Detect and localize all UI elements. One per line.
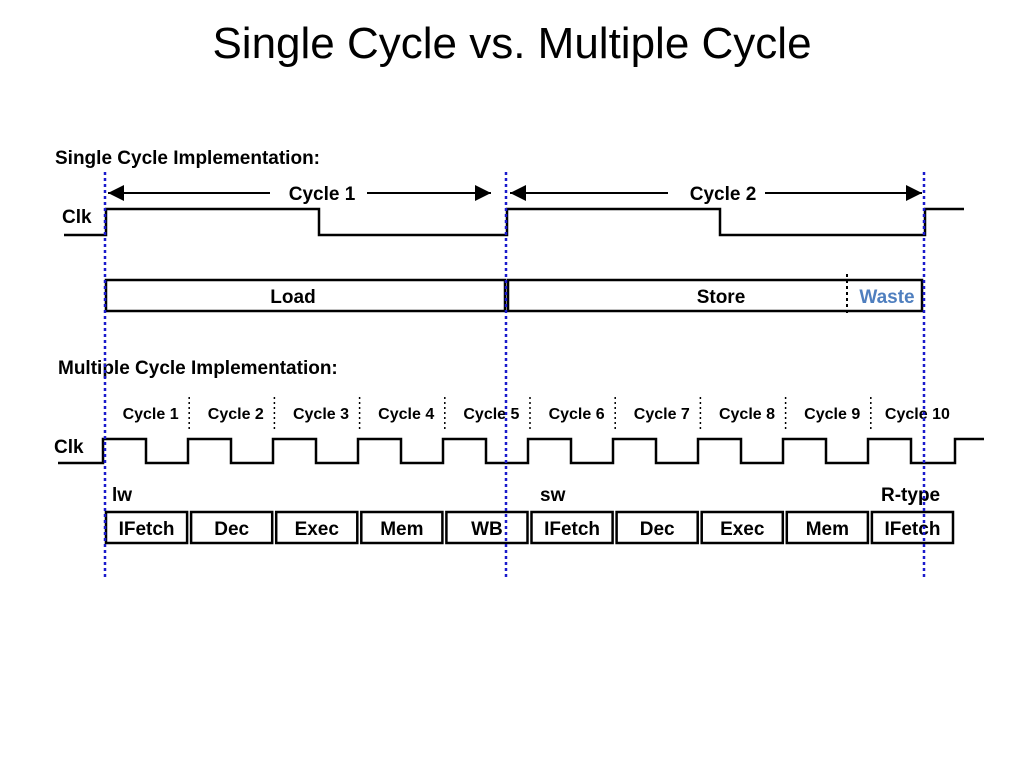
multi-cycle-label-6: Cycle 6 [549,406,605,423]
stage-label-4: Mem [380,519,423,540]
instruction-lw: lw [112,485,132,506]
multi-cycle-label-2: Cycle 2 [208,406,264,423]
multi-cycle-label-9: Cycle 9 [804,406,860,423]
single-clk-label: Clk [62,207,92,228]
multi-cycle-label-10: Cycle 10 [885,406,950,423]
page-title: Single Cycle vs. Multiple Cycle [212,19,812,68]
stage-box-6 [530,510,614,545]
stage-label-5: WB [471,519,503,540]
waste-label: Waste [859,287,914,308]
store-label: Store [697,287,746,308]
multi-clk-label: Clk [54,437,84,458]
stage-box-7 [615,510,699,545]
multi-cycle-label-3: Cycle 3 [293,406,349,423]
single-clock-waveform [64,207,964,237]
multi-cycle-label-4: Cycle 4 [378,406,434,423]
stage-label-7: Dec [640,519,675,540]
load-block [104,278,507,313]
stage-box-10 [870,510,955,545]
multi-cycle-label-1: Cycle 1 [123,406,179,423]
stage-label-9: Mem [806,519,849,540]
stage-label-10: IFetch [884,519,940,540]
multi-cycle-label-7: Cycle 7 [634,406,690,423]
load-label: Load [270,287,315,308]
stage-label-2: Dec [214,519,249,540]
stage-box-9 [785,510,870,545]
instruction-sw: sw [540,485,566,506]
multi-cycle-heading: Multiple Cycle Implementation: [58,358,338,379]
stage-label-6: IFetch [544,519,600,540]
stage-label-3: Exec [295,519,340,540]
store-block [506,278,924,313]
stage-box-4 [360,510,444,545]
multi-clock-waveform [58,437,984,465]
single-cycle-1-label: Cycle 1 [289,184,356,205]
stage-box-3 [274,510,359,545]
multi-cycle-label-5: Cycle 5 [463,406,519,423]
stage-box-2 [189,510,274,545]
stage-box-5 [445,510,529,545]
single-cycle-2-label: Cycle 2 [690,184,757,205]
instruction-r-type: R-type [881,485,940,506]
stage-label-1: IFetch [119,519,175,540]
stage-box-8 [700,510,785,545]
multi-cycle-label-8: Cycle 8 [719,406,775,423]
single-cycle-heading: Single Cycle Implementation: [55,148,320,169]
stage-label-8: Exec [720,519,765,540]
